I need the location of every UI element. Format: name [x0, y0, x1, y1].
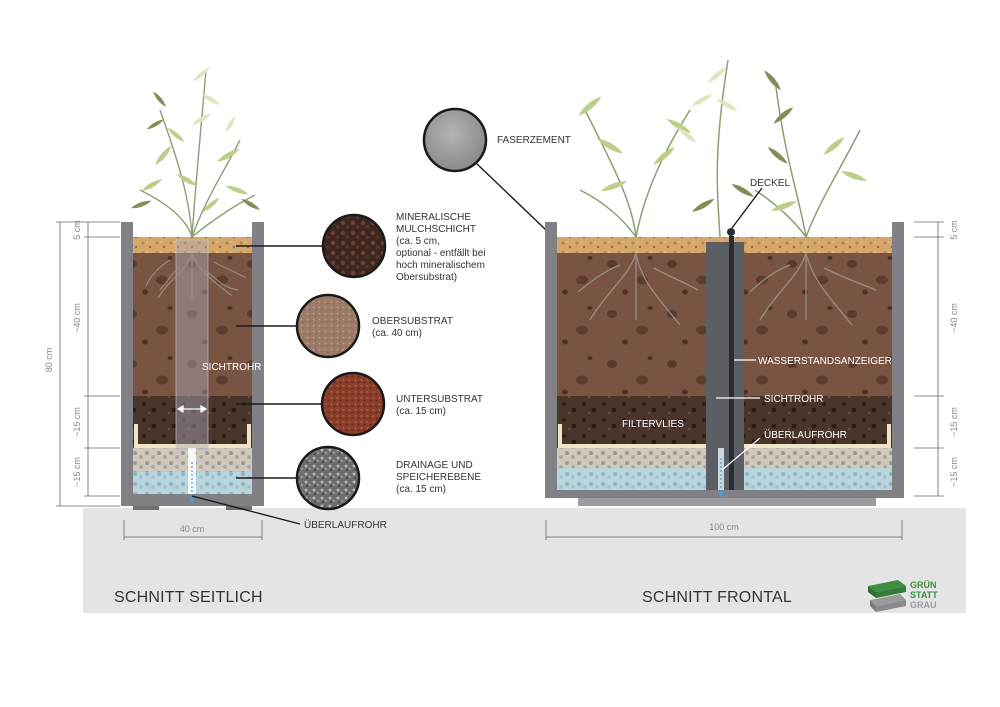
sample-drain-icon	[295, 445, 361, 511]
front-wasserstand-label: WASSERSTANDSANZEIGER	[758, 356, 892, 367]
front-pot-bottom	[545, 490, 904, 498]
side-dim-mulch: 5 cm	[72, 220, 82, 240]
front-width-label: 100 cm	[709, 522, 739, 532]
front-deckel-knob	[727, 228, 735, 236]
front-pot-foot	[578, 498, 876, 506]
sample-faserzement-icon	[422, 107, 488, 173]
side-pot-wall-right	[252, 222, 264, 506]
callout-mulch-line6: Obersubstrat)	[396, 272, 457, 283]
front-section: 5 cm ~40 cm ~15 cm ~15 cm 100 cm DECKEL …	[545, 59, 959, 606]
side-section-title: SCHNITT SEITLICH	[114, 589, 263, 606]
callout-drain-line1: DRAINAGE UND	[396, 460, 473, 471]
callout-ober-line2: (ca. 40 cm)	[372, 328, 422, 339]
side-dim-drain: ~15 cm	[72, 457, 82, 487]
side-dimensions	[56, 221, 263, 540]
front-sichtrohr	[706, 242, 744, 490]
callout-mulch-line4: optional - entfällt bei	[396, 248, 486, 259]
front-dim-drain: ~15 cm	[949, 457, 959, 487]
sample-mulch-icon	[321, 213, 387, 279]
front-filter-fleece-right	[744, 424, 891, 448]
front-dim-unter: ~15 cm	[949, 407, 959, 437]
side-sichtrohr-label: SICHTROHR	[202, 362, 261, 373]
side-filter-fleece	[134, 424, 251, 448]
front-sichtrohr-label: SICHTROHR	[764, 394, 823, 405]
logo-line2: STATT	[910, 590, 938, 600]
side-dim-ober: ~40 cm	[72, 303, 82, 333]
side-layer-mulch	[133, 237, 252, 253]
front-wasserstandsanzeiger	[729, 236, 734, 490]
front-dimensions	[545, 221, 944, 540]
logo-green-slab-icon	[868, 580, 906, 592]
logo-line1: GRÜN	[910, 580, 937, 590]
side-dim-total: 80 cm	[44, 348, 54, 373]
callout-unter-line2: (ca. 15 cm)	[396, 406, 446, 417]
front-ueberlaufrohr-label: ÜBERLAUFROHR	[764, 429, 847, 441]
side-ueberlaufrohr-label: ÜBERLAUFROHR	[304, 519, 387, 531]
callout-mulch-line3: (ca. 5 cm,	[396, 236, 440, 247]
front-filtervlies-label: FILTERVLIES	[622, 419, 684, 430]
front-plants	[576, 59, 869, 238]
callout-unter-line1: UNTERSUBSTRAT	[396, 394, 483, 405]
front-deckel-label: DECKEL	[750, 178, 790, 189]
side-dim-unter: ~15 cm	[72, 407, 82, 437]
front-pot-wall-right	[892, 222, 904, 498]
front-pot-wall-left	[545, 222, 557, 498]
front-dim-ober: ~40 cm	[949, 303, 959, 333]
callout-ober-line1: OBERSUBSTRAT	[372, 316, 453, 327]
callout-drain-line3: (ca. 15 cm)	[396, 484, 446, 495]
callout-mulch-line2: MULCHSCHICHT	[396, 224, 476, 235]
front-dim-mulch: 5 cm	[949, 220, 959, 240]
side-pot-wall-left	[121, 222, 133, 506]
sample-unter-icon	[320, 371, 386, 437]
sample-ober-icon	[295, 293, 361, 359]
ground-band	[83, 508, 966, 613]
callout-mulch-line5: hoch mineralischem	[396, 260, 485, 271]
side-roots	[145, 252, 247, 300]
callout-faserzement: FASERZEMENT	[497, 135, 571, 146]
callout-mulch-line1: MINERALISCHE	[396, 212, 471, 223]
side-layer-unter	[133, 396, 252, 448]
front-roots	[577, 252, 877, 326]
side-sichtrohr-width-arrow	[176, 404, 208, 414]
front-filter-fleece-left	[558, 424, 706, 448]
front-ueberlaufrohr	[718, 448, 724, 490]
material-callouts: MINERALISCHE MULCHSCHICHT (ca. 5 cm, opt…	[236, 107, 571, 511]
side-section: 80 cm 5 cm ~40 cm ~15 cm ~15 cm 40 cm SI…	[44, 65, 387, 606]
side-width-label: 40 cm	[180, 524, 205, 534]
side-plant	[130, 65, 262, 238]
brand-logo: GRÜN STATT GRAU	[868, 580, 938, 612]
side-pot-foot-left	[133, 506, 159, 510]
front-section-title: SCHNITT FRONTAL	[642, 589, 792, 606]
callout-drain-line2: SPEICHEREBENE	[396, 472, 481, 483]
logo-line3: GRAU	[910, 600, 937, 610]
